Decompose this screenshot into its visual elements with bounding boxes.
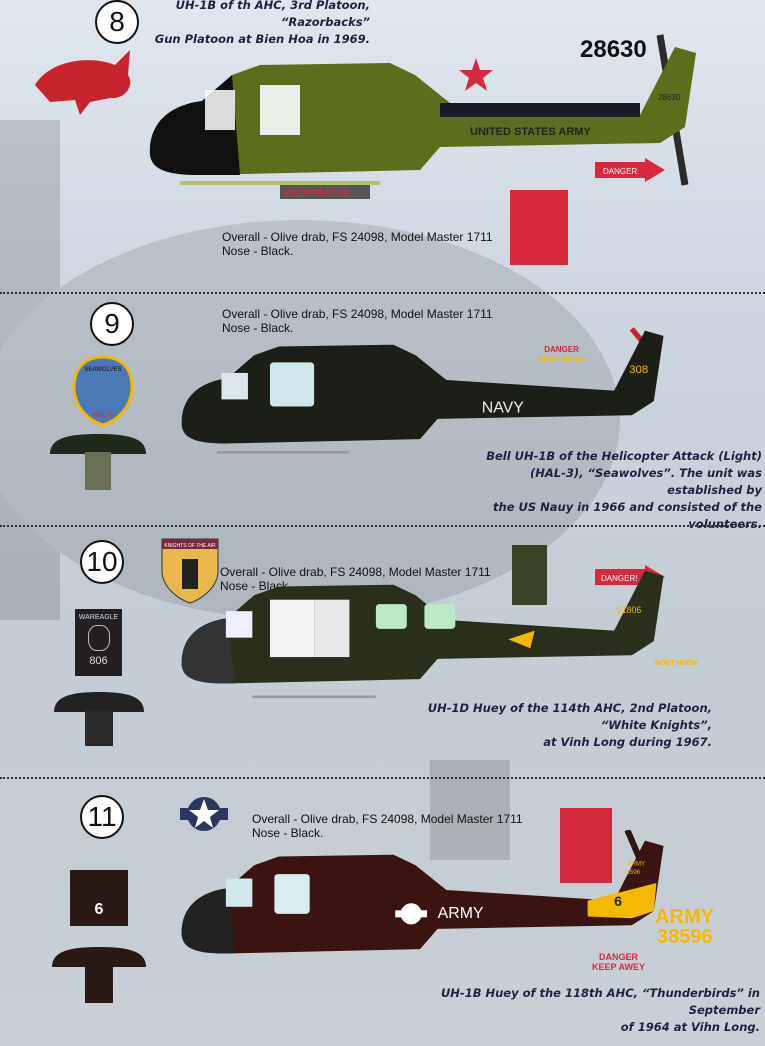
- paint-note-line: Overall - Olive drab, FS 24098, Model Ma…: [220, 565, 491, 579]
- paint-note-line: Overall - Olive drab, FS 24098, Model Ma…: [252, 812, 523, 826]
- tail-number: 51806: [617, 605, 642, 615]
- danger-text: DANGER: [603, 167, 637, 176]
- caption-line: the US Nauy in 1966 and consisted of the…: [493, 500, 762, 531]
- razorback-boar-emblem: [35, 50, 131, 115]
- caption-line: (HAL-3), “Seawolves”. The unit was estab…: [529, 466, 762, 497]
- profile-number-9: 9: [90, 302, 134, 346]
- caption-line: UH-1B Huey of the 118th AHC, “Thunderbir…: [440, 986, 760, 1017]
- profile-10-caption: UH-1D Huey of the 114th AHC, 2nd Platoon…: [420, 700, 712, 751]
- red-star-decal: [459, 58, 493, 91]
- nose-panel-decal-9: [50, 434, 146, 490]
- caption-line: of 1964 at Vihn Long.: [620, 1020, 760, 1034]
- paint-note-line: Nose - Black.: [222, 321, 294, 335]
- seawolves-badge: SEAWOLVES HAL-3: [72, 355, 134, 427]
- tail-number: 308: [629, 364, 648, 376]
- badge-bottom-text: HAL-3: [93, 412, 113, 419]
- danger-text: DANGER!: [601, 574, 637, 583]
- caption-line: at Vinh Long during 1967.: [543, 735, 712, 749]
- hook-label: NOUT HUCH: [655, 660, 697, 667]
- profile-number-11: 11: [80, 795, 124, 839]
- skid-text: RAZORBACKS: [285, 188, 349, 198]
- profile-8-caption: UH-1B of th AHC, 3rd Platoon, “Razorback…: [145, 0, 370, 48]
- profile-11-caption: UH-1B Huey of the 118th AHC, “Thunderbir…: [420, 985, 760, 1036]
- badge-text: KNIGHTS OF THE AIR: [164, 543, 216, 549]
- knights-of-the-air-badge: KNIGHTS OF THE AIR: [161, 538, 219, 604]
- army-serial-decal: ARMY: [655, 907, 714, 927]
- nose-panel-decal-10: WAREAGLE 806: [75, 609, 122, 676]
- star-roundel-decal: [180, 797, 228, 831]
- boom-text: ARMY: [438, 905, 484, 922]
- profile-number-10: 10: [80, 540, 124, 584]
- profile-8-paint-note: Overall - Olive drab, FS 24098, Model Ma…: [222, 230, 493, 258]
- paint-note-line: Nose - Black.: [222, 244, 294, 258]
- section-divider: [0, 777, 765, 779]
- profile-number-8: 8: [95, 0, 139, 44]
- paint-note-line: Nose - Black.: [252, 826, 324, 840]
- tail-serial: 28630: [658, 93, 681, 102]
- decal-army-text: ARMY: [655, 906, 714, 928]
- caption-line: UH-1D Huey of the 114th AHC, 2nd Platoon…: [427, 701, 712, 732]
- profile-11-paint-note: Overall - Olive drab, FS 24098, Model Ma…: [252, 812, 523, 840]
- nose-panel-number: 806: [89, 655, 108, 667]
- caption-line: Bell UH-1B of the Helicopter Attack (Lig…: [486, 449, 762, 463]
- nose-panel-decal-10-small: [54, 692, 144, 746]
- paint-note-line: Overall - Olive drab, FS 24098, Model Ma…: [222, 230, 493, 244]
- tail-fin-decal: [512, 545, 547, 605]
- tail-number: 6: [614, 893, 622, 909]
- helicopter-11-profile: ARMY 6 ARMY 38596: [181, 830, 700, 954]
- boom-text: UNITED STATES ARMY: [470, 126, 591, 138]
- serial-decal: 28630: [580, 36, 647, 63]
- caption-line: UH-1B of th AHC, 3rd Platoon, “Razorback…: [175, 0, 370, 29]
- nose-panel-title: WAREAGLE: [78, 614, 119, 621]
- profile-9-paint-note: Overall - Olive drab, FS 24098, Model Ma…: [222, 307, 493, 335]
- section-divider: [0, 292, 765, 294]
- red-panel-decal: [510, 190, 568, 265]
- section-divider: [0, 525, 765, 527]
- boom-text: NAVY: [482, 400, 524, 417]
- badge-top-text: SEAWOLVES: [84, 367, 121, 373]
- tail-serial: 38596: [623, 869, 641, 876]
- helicopter-8-profile: UNITED STATES ARMY 28630 RAZORBACKS: [149, 34, 700, 199]
- helicopter-9-profile: NAVY 308: [140, 327, 700, 454]
- keep-away-text: KEEP AWEY: [592, 962, 646, 972]
- red-panel-decal: [560, 808, 612, 883]
- danger-keep-away-decal: DANGER KEEP AWEY: [538, 345, 585, 363]
- profile-9-caption: Bell UH-1B of the Helicopter Attack (Lig…: [460, 448, 762, 533]
- danger-arrow-decal: DANGER: [595, 158, 665, 182]
- paint-note-line: Overall - Olive drab, FS 24098, Model Ma…: [222, 307, 493, 321]
- danger-text: DANGER: [544, 345, 579, 354]
- caption-line: Gun Platoon at Bien Hoa in 1969.: [154, 32, 370, 46]
- serial-decal: 38596: [657, 926, 713, 948]
- danger-text: DANGER: [599, 952, 639, 962]
- danger-keep-away-decal: DANGER KEEP AWEY: [592, 952, 645, 972]
- tail-army-text: ARMY: [627, 860, 645, 867]
- nose-panel-decal-11-small: [52, 947, 146, 1003]
- helicopter-10-profile: 51806: [181, 560, 700, 699]
- nose-panel-decal-11: 6: [70, 870, 128, 926]
- keep-away-text: KEEP AWEY: [538, 354, 586, 363]
